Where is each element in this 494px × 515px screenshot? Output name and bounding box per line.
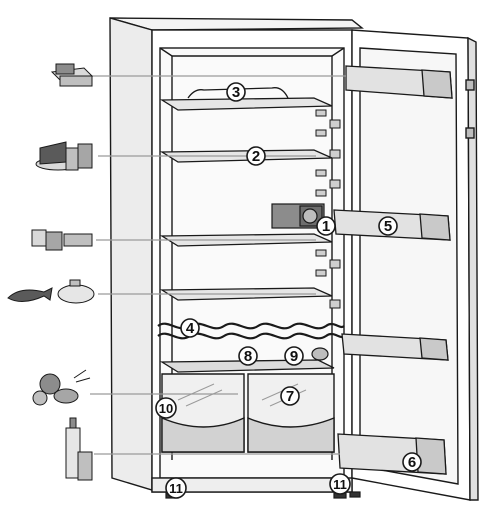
svg-text:4: 4 <box>186 320 195 337</box>
crisper-drawer-right <box>247 373 335 453</box>
callout: 3 <box>226 82 246 102</box>
svg-text:2: 2 <box>252 148 260 165</box>
svg-text:9: 9 <box>290 348 298 365</box>
jars-tin-icon <box>31 229 93 251</box>
callout: 10 <box>155 397 177 419</box>
callout: 2 <box>246 146 266 166</box>
svg-text:10: 10 <box>159 401 173 416</box>
door-bin-bottom <box>337 433 447 475</box>
svg-text:1: 1 <box>322 218 330 235</box>
callout: 11 <box>329 473 351 495</box>
door-bin-top <box>345 65 453 99</box>
callout: 6 <box>402 452 422 472</box>
cake-cans-icon <box>35 141 93 171</box>
svg-text:3: 3 <box>232 84 240 101</box>
thermostat <box>271 203 325 229</box>
callout: 11 <box>165 477 187 499</box>
svg-text:11: 11 <box>169 481 183 496</box>
bottles-icon <box>65 417 93 481</box>
fish-pot-icon <box>7 279 95 304</box>
door <box>351 29 479 501</box>
callout: 7 <box>280 386 300 406</box>
svg-text:7: 7 <box>286 388 294 405</box>
door-bin-lower <box>341 333 449 361</box>
callout: 8 <box>238 346 258 366</box>
callout: 1 <box>316 216 336 236</box>
drain-outlet <box>311 347 329 361</box>
butter-cheese-icon <box>50 63 94 87</box>
callout: 9 <box>284 346 304 366</box>
svg-text:6: 6 <box>408 454 416 471</box>
leader-lines <box>90 75 346 455</box>
svg-text:5: 5 <box>384 218 392 235</box>
callout: 4 <box>180 318 200 338</box>
callout: 5 <box>378 216 398 236</box>
svg-text:8: 8 <box>244 348 252 365</box>
shelf-supports <box>315 109 341 309</box>
svg-text:11: 11 <box>333 477 347 492</box>
vegetables-icon <box>32 369 91 406</box>
